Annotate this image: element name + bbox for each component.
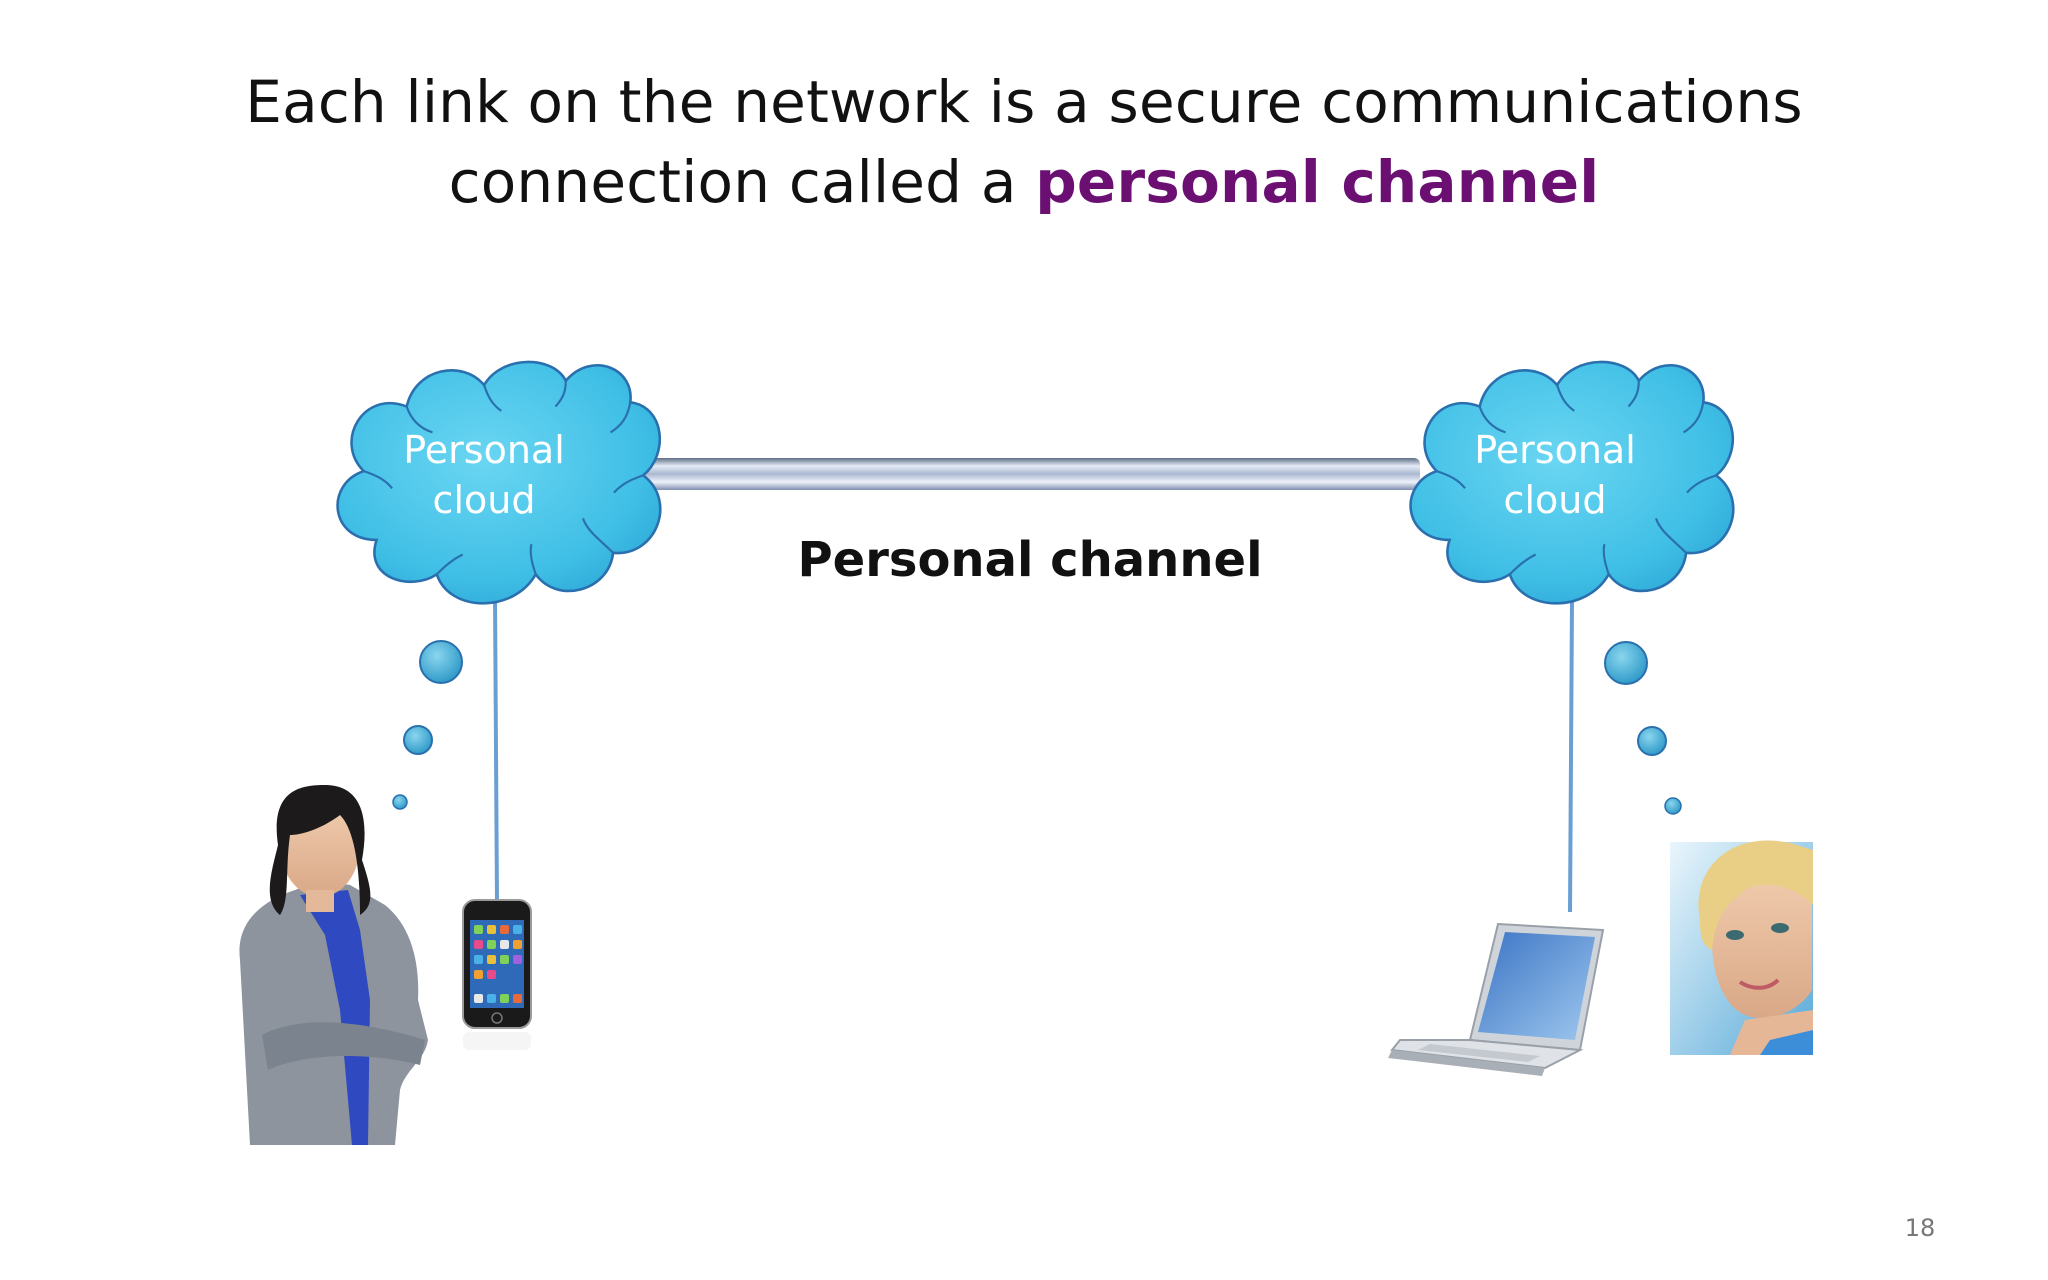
right-connector-line (1568, 599, 1574, 913)
left-cloud-label: Personal cloud (354, 425, 614, 525)
left-cloud-label-line2: cloud (432, 478, 536, 522)
right-cloud-label-line1: Personal (1474, 428, 1636, 472)
smartphone-icon (462, 899, 532, 1050)
left-thought-bubble-large (419, 640, 463, 684)
title-line-2-prefix: connection called a (448, 148, 1036, 216)
right-thought-bubble-large (1604, 641, 1648, 685)
slide-title: Each link on the network is a secure com… (0, 62, 2048, 222)
right-thought-bubble-small (1664, 797, 1682, 815)
channel-label: Personal channel (797, 532, 1263, 588)
left-thought-bubble-medium (403, 725, 433, 755)
right-thought-bubble-medium (1637, 726, 1667, 756)
left-thought-bubble-small (392, 794, 408, 810)
right-cloud-label-line2: cloud (1503, 478, 1607, 522)
right-person-icon (1670, 840, 1813, 1055)
left-cloud-label-line1: Personal (403, 428, 565, 472)
laptop-icon (1388, 922, 1605, 1076)
right-cloud-label: Personal cloud (1425, 425, 1685, 525)
personal-channel-link (640, 458, 1420, 490)
title-line-1: Each link on the network is a secure com… (245, 68, 1803, 136)
left-person-icon (239, 785, 428, 1145)
left-connector-line (493, 594, 499, 906)
title-line-2: connection called a personal channel (0, 142, 2048, 222)
page-number: 18 (1904, 1214, 1936, 1242)
title-highlight: personal channel (1035, 148, 1600, 216)
